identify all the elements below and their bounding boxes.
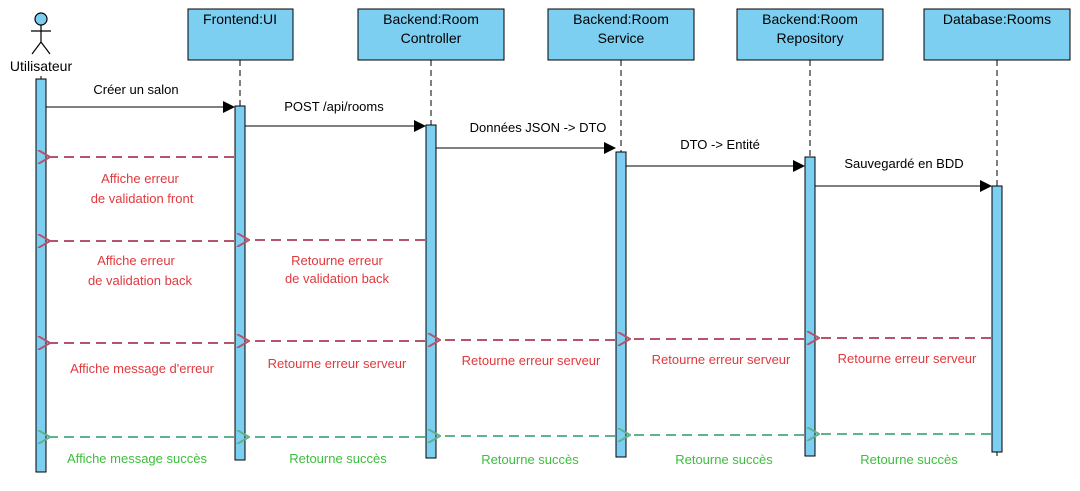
activation-bar-user [35,78,47,473]
participant-database-rooms: Database:Rooms [923,8,1071,61]
error-label: de validation back [285,271,390,286]
success-label: Retourne succès [675,452,773,467]
call-label: Sauvegardé en BDD [844,156,963,171]
success-label: Retourne succès [289,451,387,466]
participant-room-controller: Backend:Room Controller [357,8,505,61]
participant-frontend-ui: Frontend:UI [187,8,294,61]
participant-label: Backend:Room [383,11,479,27]
activation-bar-service [615,151,627,458]
participant-label: Controller [401,30,462,46]
call-label: Données JSON -> DTO [470,120,607,135]
participant-room-service: Backend:Room Service [547,8,695,61]
success-label: Affiche message succès [67,451,207,466]
participant-room-repository: Backend:Room Repository [736,8,884,61]
activation-bar-controller [425,124,437,459]
error-label: Retourne erreur serveur [838,351,977,366]
error-label: Retourne erreur serveur [268,356,407,371]
success-label: Retourne succès [860,452,958,467]
error-label: de validation back [88,273,193,288]
activation-bar-database [991,185,1003,453]
participant-label: Backend:Room [573,11,669,27]
error-label: Retourne erreur [291,253,383,268]
error-label: Retourne erreur serveur [462,353,601,368]
participant-label: Backend:Room [762,11,858,27]
error-label: Affiche erreur [101,171,179,186]
call-label: Créer un salon [93,82,178,97]
success-label: Retourne succès [481,452,579,467]
participant-label: Database:Rooms [943,11,1051,27]
error-label: Affiche message d'erreur [70,361,215,376]
participant-label: Repository [777,30,844,46]
activation-bar-frontend [234,105,246,461]
actor-label: Utilisateur [10,58,73,74]
stick-figure-icon [31,12,51,55]
participant-label: Frontend:UI [203,11,277,27]
call-label: DTO -> Entité [680,137,760,152]
error-label: de validation front [91,191,194,206]
call-label: POST /api/rooms [284,99,384,114]
error-label: Retourne erreur serveur [652,352,791,367]
participant-label: Service [598,30,645,46]
error-label: Affiche erreur [97,253,175,268]
activation-bar-repository [804,156,816,457]
